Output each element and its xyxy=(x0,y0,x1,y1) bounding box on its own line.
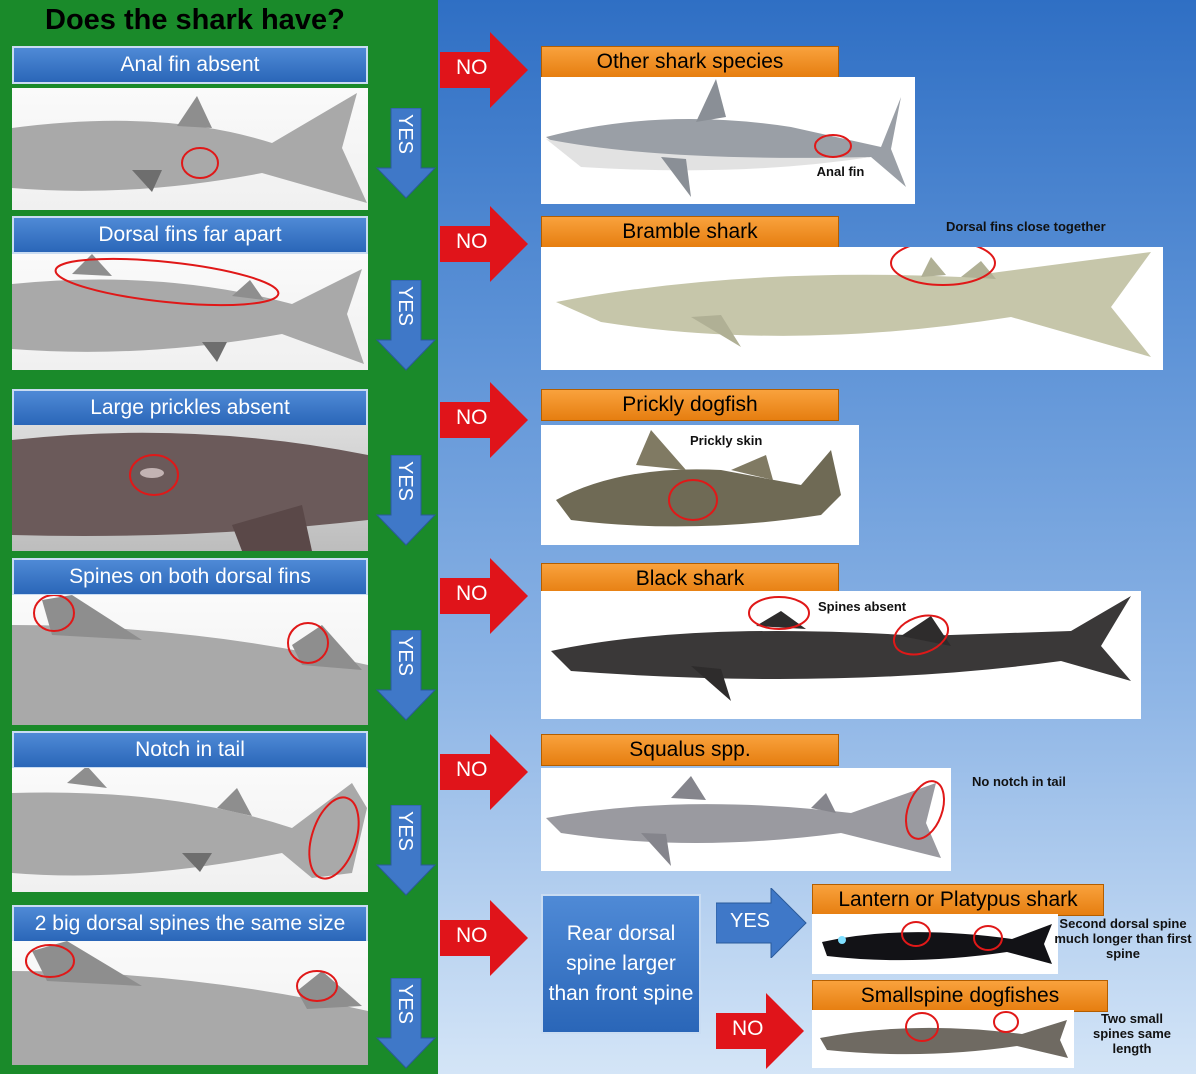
species-note-other: Anal fin xyxy=(798,164,883,179)
species-label-smallspine: Smallspine dogfishes xyxy=(812,980,1108,1012)
question-photo-5 xyxy=(12,768,368,892)
species-image-squalus xyxy=(541,768,951,871)
question-label-2: Dorsal fins far apart xyxy=(12,216,368,254)
species-note-bramble: Dorsal fins close together xyxy=(946,219,1196,234)
question-photo-1 xyxy=(12,88,368,210)
no-arrow-3: NO xyxy=(440,382,528,458)
species-note-lantern: Second dorsal spine much longer than fir… xyxy=(1054,916,1192,961)
yes-arrow-1: YES xyxy=(375,108,437,200)
species-label-other: Other shark species xyxy=(541,46,839,78)
question-label-1: Anal fin absent xyxy=(12,46,368,84)
yes-arrow-5: YES xyxy=(375,805,437,897)
no-arrow-1: NO xyxy=(440,32,528,108)
page-title: Does the shark have? xyxy=(45,4,345,37)
no-arrow-4: NO xyxy=(440,558,528,634)
question-label-3: Large prickles absent xyxy=(12,389,368,427)
yes-arrow-3: YES xyxy=(375,455,437,547)
species-label-prickly: Prickly dogfish xyxy=(541,389,839,421)
species-note-prickly: Prickly skin xyxy=(690,433,800,448)
no-arrow-5: NO xyxy=(440,734,528,810)
no-arrow-final: NO xyxy=(716,993,804,1069)
yes-arrow-4: YES xyxy=(375,630,437,722)
yes-arrow-2: YES xyxy=(375,280,437,372)
question-label-6: 2 big dorsal spines the same size xyxy=(12,905,368,943)
species-image-other xyxy=(541,77,915,204)
question-photo-3 xyxy=(12,425,368,551)
species-note-squalus: No notch in tail xyxy=(972,774,1102,789)
no-arrow-2: NO xyxy=(440,206,528,282)
question-photo-2 xyxy=(12,254,368,370)
yes-arrow-final: YES xyxy=(716,888,808,958)
species-label-squalus: Squalus spp. xyxy=(541,734,839,766)
question-label-5: Notch in tail xyxy=(12,731,368,769)
question-label-4: Spines on both dorsal fins xyxy=(12,558,368,596)
species-label-bramble: Bramble shark xyxy=(541,216,839,248)
species-image-lantern xyxy=(812,914,1058,974)
species-label-lantern: Lantern or Platypus shark xyxy=(812,884,1104,916)
rear-spine-question: Rear dorsal spine larger than front spin… xyxy=(541,894,701,1034)
question-photo-4 xyxy=(12,595,368,725)
species-note-black: Spines absent xyxy=(818,599,928,614)
no-arrow-6: NO xyxy=(440,900,528,976)
species-image-smallspine xyxy=(812,1010,1074,1068)
species-image-bramble xyxy=(541,247,1163,370)
question-photo-6 xyxy=(12,941,368,1065)
yes-arrow-6: YES xyxy=(375,978,437,1070)
species-note-smallspine: Two small spines same length xyxy=(1080,1011,1184,1056)
